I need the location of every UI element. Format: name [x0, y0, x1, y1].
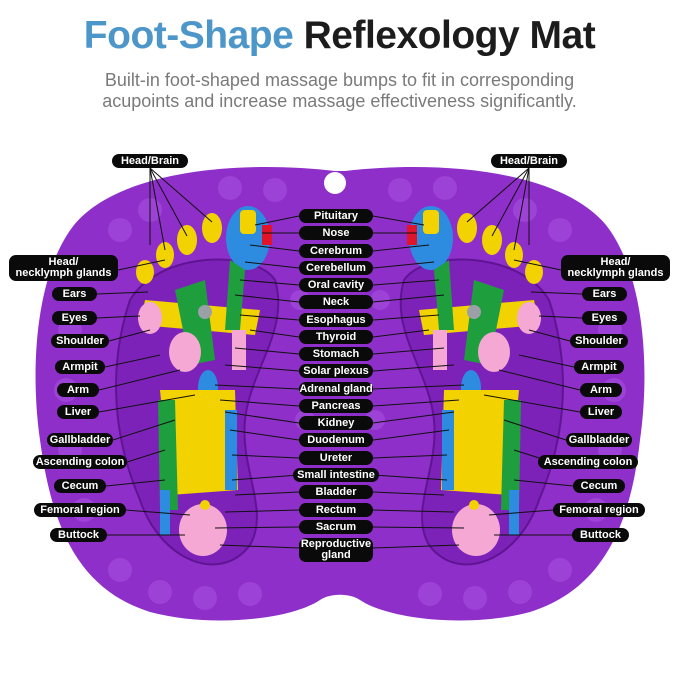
right-foot-map — [399, 206, 564, 566]
label-head-neck-left: Head/ necklymph glands — [9, 255, 118, 281]
label-right-cecum: Cecum — [573, 479, 625, 493]
label-left-gallbladder: Gallbladder — [47, 433, 113, 447]
label-stomach: Stomach — [299, 347, 373, 361]
label-sacrum: Sacrum — [299, 520, 373, 534]
label-reproductive-line1: Reproductive — [300, 538, 372, 550]
label-rectum: Rectum — [299, 503, 373, 517]
subtitle-line-2: acupoints and increase massage effective… — [102, 91, 577, 111]
label-right-shoulder: Shoulder — [570, 334, 628, 348]
label-pituitary: Pituitary — [299, 209, 373, 223]
label-duodenum: Duodenum — [299, 433, 373, 447]
leader-lines — [96, 167, 583, 549]
page-title: Foot-Shape Reflexology Mat — [0, 14, 679, 58]
subtitle: Built-in foot-shaped massage bumps to fi… — [0, 70, 679, 112]
label-thyroid: Thyroid — [299, 330, 373, 344]
label-cerebellum: Cerebellum — [299, 261, 373, 275]
label-adrenal-gland: Adrenal gland — [299, 382, 373, 396]
label-right-ears: Ears — [582, 287, 627, 301]
label-cerebrum: Cerebrum — [299, 244, 373, 258]
label-reproductive-gland: Reproductive gland — [299, 538, 373, 562]
label-left-liver: Liver — [57, 405, 99, 419]
label-left-armpit: Armpit — [55, 360, 105, 374]
label-left-ascending-colon: Ascending colon — [33, 455, 127, 469]
label-oral-cavity: Oral cavity — [299, 278, 373, 292]
label-head-neck-right: Head/ necklymph glands — [561, 255, 670, 281]
label-head-neck-right-line2: necklymph glands — [567, 267, 664, 279]
label-left-cecum: Cecum — [54, 479, 106, 493]
label-left-femoral-region: Femoral region — [34, 503, 126, 517]
label-head-neck-right-line1: Head/ — [600, 256, 631, 268]
label-right-liver: Liver — [580, 405, 622, 419]
label-right-gallbladder: Gallbladder — [566, 433, 632, 447]
label-kidney: Kidney — [299, 416, 373, 430]
label-head-neck-left-line1: Head/ — [48, 256, 79, 268]
label-left-ears: Ears — [52, 287, 97, 301]
label-head-brain-right: Head/Brain — [491, 154, 567, 168]
label-left-eyes: Eyes — [52, 311, 97, 325]
label-bladder: Bladder — [299, 485, 373, 499]
title-accent: Foot-Shape — [83, 14, 294, 57]
label-solar-plexus: Solar plexus — [299, 364, 373, 378]
label-pancreas: Pancreas — [299, 399, 373, 413]
label-head-neck-left-line2: necklymph glands — [15, 267, 112, 279]
label-reproductive-line2: gland — [321, 549, 351, 561]
label-head-brain-left: Head/Brain — [112, 154, 188, 168]
left-foot-map — [115, 206, 280, 566]
subtitle-line-1: Built-in foot-shaped massage bumps to fi… — [104, 70, 575, 90]
label-right-armpit: Armpit — [574, 360, 624, 374]
hanging-hole — [324, 172, 346, 194]
label-esophagus: Esophagus — [299, 313, 373, 327]
label-right-arm: Arm — [580, 383, 622, 397]
label-right-femoral-region: Femoral region — [553, 503, 645, 517]
label-neck: Neck — [299, 295, 373, 309]
label-left-buttock: Buttock — [50, 528, 107, 542]
label-nose: Nose — [299, 226, 373, 240]
label-small-intestine: Small intestine — [293, 468, 379, 482]
label-right-buttock: Buttock — [572, 528, 629, 542]
title-main: Reflexology Mat — [303, 14, 596, 57]
label-left-shoulder: Shoulder — [51, 334, 109, 348]
label-right-ascending-colon: Ascending colon — [538, 455, 638, 469]
label-right-eyes: Eyes — [582, 311, 627, 325]
label-left-arm: Arm — [57, 383, 99, 397]
label-ureter: Ureter — [299, 451, 373, 465]
